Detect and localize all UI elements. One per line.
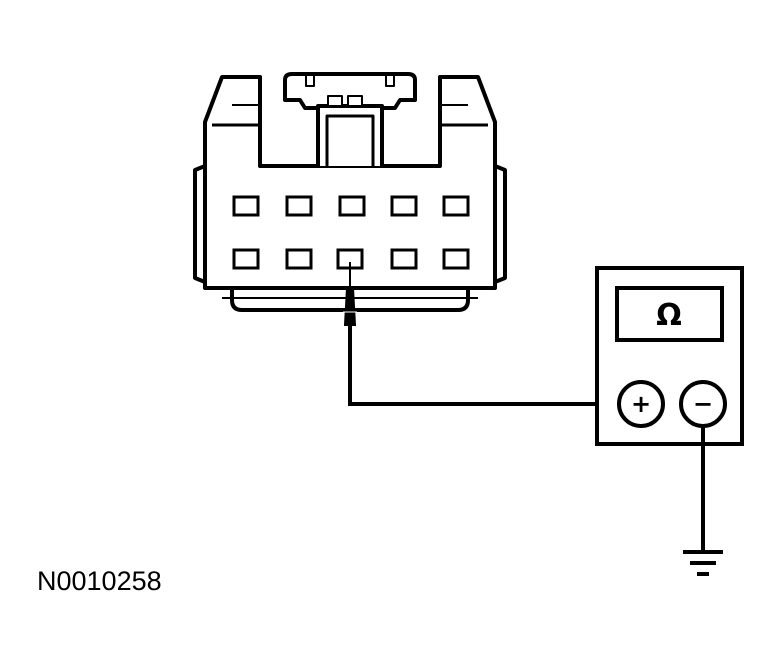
pin-cavity [232,195,260,217]
pin-cavity [390,248,418,270]
pin-cavities-bottom-row [232,248,470,270]
test-lead-wire [348,325,619,406]
pin-cavity [442,195,470,217]
ohmmeter-display-symbol: Ω [656,298,682,333]
positive-terminal [617,380,665,428]
pin-cavities-top-row [232,195,470,217]
pin-cavity [338,195,366,217]
ohmmeter-display [615,286,724,342]
negative-terminal-symbol: − [693,390,713,418]
pin-cavity [390,195,418,217]
positive-terminal-symbol: + [631,390,651,418]
ohmmeter-icon: Ω + − [595,266,744,446]
pin-cavity [285,248,313,270]
pin-cavity [232,248,260,270]
pin-cavity [285,195,313,217]
figure-reference-id: N0010258 [37,566,162,596]
pin-cavity [442,248,470,270]
ground-symbol-icon [683,550,723,576]
